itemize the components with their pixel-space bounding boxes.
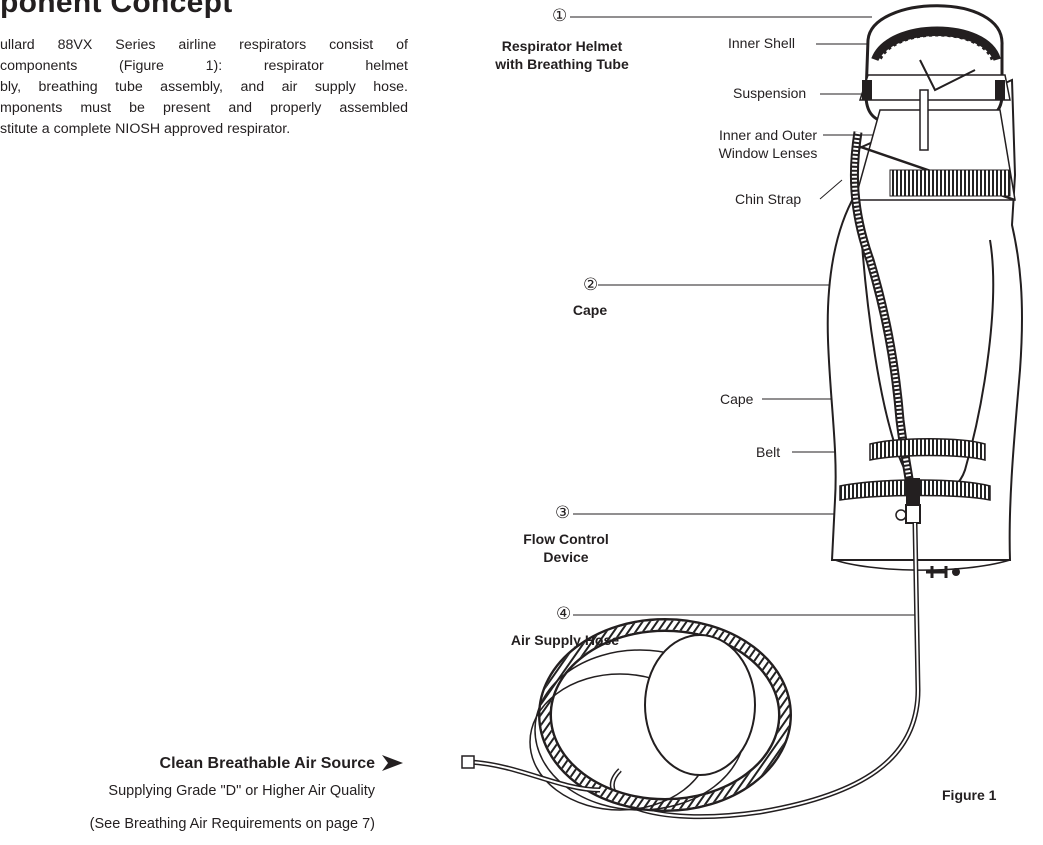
label-cape: Cape <box>720 390 753 408</box>
air-source-note: (See Breathing Air Requirements on page … <box>0 816 375 832</box>
callout-number: ④ <box>556 605 571 623</box>
label-line: Window Lenses <box>712 144 824 162</box>
callout-label: with Breathing Tube <box>452 55 672 73</box>
callout-cape: Cape <box>560 301 620 319</box>
label-belt: Belt <box>756 443 780 461</box>
callout-number: ③ <box>555 504 570 522</box>
air-source-title: Clean Breathable Air Source <box>0 755 375 773</box>
callout-air-supply: Air Supply Hose <box>480 631 650 649</box>
label-inner-shell: Inner Shell <box>728 34 795 52</box>
callout-number: ② <box>583 276 598 294</box>
callout-label: Flow Control <box>500 530 632 548</box>
callout-label: Respirator Helmet <box>452 37 672 55</box>
air-source-line: Supplying Grade "D" or Higher Air Qualit… <box>0 783 375 799</box>
helmet-shape <box>855 6 1015 200</box>
callout-number: ① <box>552 7 567 25</box>
label-lenses: Inner and Outer Window Lenses <box>712 126 824 162</box>
arrow-icon <box>382 755 403 771</box>
callout-helmet: Respirator Helmet with Breathing Tube <box>452 37 672 73</box>
label-line: Inner and Outer <box>712 126 824 144</box>
hose-fitting <box>462 756 474 768</box>
callout-flow-control: Flow Control Device <box>500 530 632 566</box>
hose-coil <box>530 625 785 810</box>
label-chin-strap: Chin Strap <box>735 190 801 208</box>
figure-caption: Figure 1 <box>942 787 996 803</box>
callout-label: Device <box>500 548 632 566</box>
label-suspension: Suspension <box>733 84 806 102</box>
